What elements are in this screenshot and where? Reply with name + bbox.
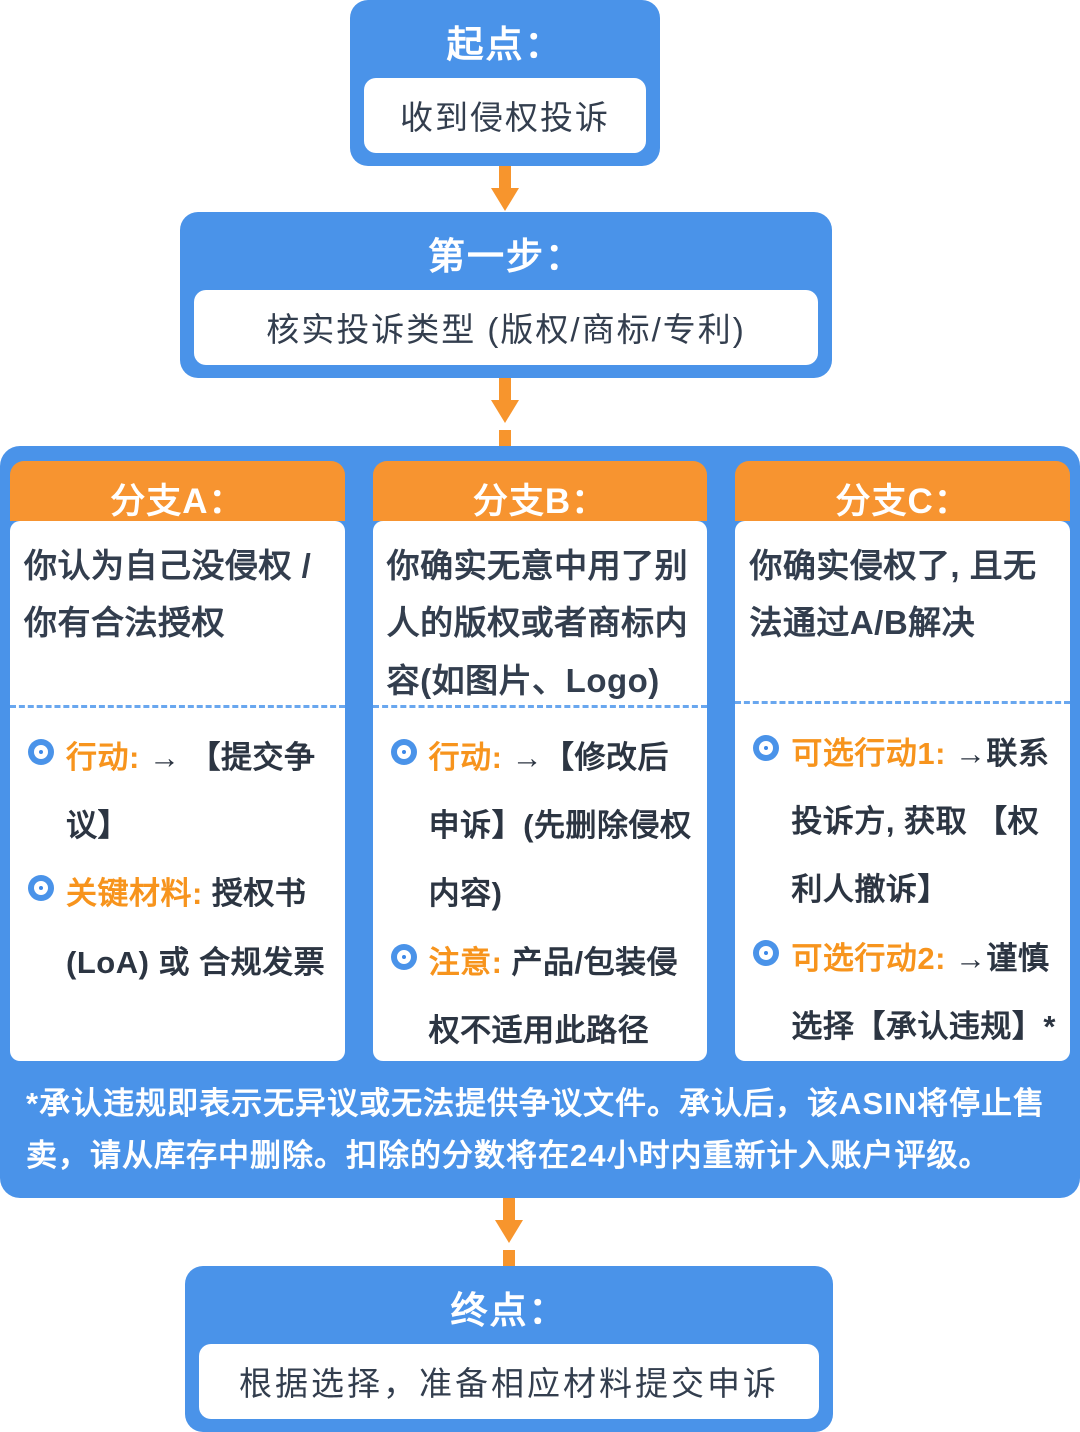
- bullet-ring-icon: [396, 949, 411, 964]
- action-label: 行动:: [428, 740, 503, 775]
- list-item: 注意:产品/包装侵权不适用此路径: [387, 929, 700, 1061]
- list-item: 可选行动2:→谨慎选择【承认违规】*: [749, 925, 1062, 1061]
- arrow-head: [491, 188, 519, 211]
- optional-action2-label: 可选行动2:: [791, 940, 946, 976]
- branch-c-card: 你确实侵权了, 且无法通过A/B解决 可选行动1:→联系投诉方, 获取 【权利人…: [735, 521, 1071, 1061]
- down-arrow-icon: [494, 1198, 524, 1267]
- end-node-body: 根据选择，准备相应材料提交申诉: [199, 1344, 819, 1420]
- key-material-text: 授权书 (LoA) 或 合规发票: [66, 876, 326, 980]
- list-item: 可选行动1:→联系投诉方, 获取 【权利人撤诉】: [749, 720, 1062, 925]
- step1-node: 第一步： 核实投诉类型 (版权/商标/专利): [180, 212, 832, 378]
- down-arrow-icon: [490, 166, 520, 211]
- bullet-ring-icon: [759, 741, 774, 756]
- optional-action1-text: →联系投诉方, 获取 【权利人撤诉】: [791, 736, 1050, 908]
- bullet-ring-icon: [34, 745, 48, 759]
- branch-b-items: 行动:→【修改后申诉】(先删除侵权内容) 注意:产品/包装侵权不适用此路径: [373, 708, 708, 1061]
- action-label: 行动:: [66, 740, 140, 775]
- bullet-text: 可选行动1:→联系投诉方, 获取 【权利人撤诉】: [791, 720, 1062, 925]
- branch-c-header: 分支C：: [735, 461, 1071, 521]
- arrow-shaft: [499, 378, 511, 400]
- end-node: 终点： 根据选择，准备相应材料提交申诉: [185, 1266, 833, 1432]
- bullet-ring-icon: [759, 945, 774, 960]
- branch-a-description: 你认为自己没侵权 / 你有合法授权: [24, 547, 312, 642]
- list-item: 行动:→【修改后申诉】(先删除侵权内容): [387, 724, 700, 929]
- arrow-shaft: [499, 166, 511, 188]
- dashed-divider: [10, 705, 345, 708]
- key-material-label: 关键材料:: [66, 876, 203, 912]
- arrow-tail-segment: [499, 430, 511, 446]
- list-item: 行动:→ 【提交争议】: [24, 724, 337, 860]
- branch-c-description: 你确实侵权了, 且无法通过A/B解决: [749, 547, 1037, 642]
- dashed-divider: [372, 705, 708, 708]
- bullet-text: 可选行动2:→谨慎选择【承认违规】*: [791, 925, 1062, 1061]
- end-node-title: 终点：: [450, 1290, 568, 1332]
- branch-b-card: 你确实无意中用了别人的版权或者商标内容(如图片、Logo) 行动:→【修改后申诉…: [372, 521, 708, 1061]
- branch-c: 分支C： 你确实侵权了, 且无法通过A/B解决 可选行动1:→联系投诉方, 获取…: [735, 461, 1071, 1061]
- start-node-title: 起点：: [446, 24, 564, 65]
- optional-action1-label: 可选行动1:: [791, 736, 946, 772]
- branches-row: 分支A： 你认为自己没侵权 / 你有合法授权 行动:→ 【提交争议】 关键材料:…: [10, 461, 1071, 1061]
- optional-action2-text: →谨慎选择【承认违规】*: [791, 940, 1056, 1044]
- branches-container: 分支A： 你认为自己没侵权 / 你有合法授权 行动:→ 【提交争议】 关键材料:…: [0, 446, 1080, 1199]
- notice-text: 产品/包装侵权不适用此路径: [428, 944, 679, 1048]
- bullet-text: 关键材料:授权书 (LoA) 或 合规发票: [66, 860, 337, 996]
- branch-a-items: 行动:→ 【提交争议】 关键材料:授权书 (LoA) 或 合规发票: [10, 708, 345, 1061]
- footnote-text: *承认违规即表示无异议或无法提供争议文件。承认后，该ASIN将停止售卖，请从库存…: [26, 1086, 1046, 1174]
- step1-node-title: 第一步：: [428, 236, 584, 277]
- action-text: → 【提交争议】: [66, 740, 316, 844]
- bullet-ring-icon: [396, 745, 411, 759]
- start-node: 起点： 收到侵权投诉: [350, 0, 660, 166]
- branch-b-description: 你确实无意中用了别人的版权或者商标内容(如图片、Logo): [386, 547, 689, 699]
- bullet-ring-icon: [34, 881, 48, 896]
- notice-label: 注意:: [428, 944, 503, 980]
- step1-node-body: 核实投诉类型 (版权/商标/专利): [194, 290, 818, 365]
- bullet-text: 行动:→【修改后申诉】(先删除侵权内容): [429, 724, 700, 929]
- down-arrow-icon: [490, 378, 520, 446]
- branch-a-header: 分支A：: [10, 461, 345, 521]
- bullet-text: 注意:产品/包装侵权不适用此路径: [429, 929, 700, 1061]
- arrow-head: [495, 1220, 523, 1244]
- start-node-body: 收到侵权投诉: [364, 78, 646, 153]
- arrow-tail-segment: [503, 1250, 515, 1267]
- branch-b-header: 分支B：: [372, 461, 708, 521]
- bullet-text: 行动:→ 【提交争议】: [66, 724, 337, 860]
- branch-c-items: 可选行动1:→联系投诉方, 获取 【权利人撤诉】 可选行动2:→谨慎选择【承认违…: [735, 704, 1070, 1061]
- action-text: →【修改后申诉】(先删除侵权内容): [428, 740, 692, 912]
- branch-a: 分支A： 你认为自己没侵权 / 你有合法授权 行动:→ 【提交争议】 关键材料:…: [10, 461, 345, 1061]
- branch-b: 分支B： 你确实无意中用了别人的版权或者商标内容(如图片、Logo) 行动:→【…: [372, 461, 708, 1061]
- branch-a-card: 你认为自己没侵权 / 你有合法授权 行动:→ 【提交争议】 关键材料:授权书 (…: [10, 521, 345, 1061]
- arrow-shaft: [503, 1198, 515, 1221]
- dashed-divider: [735, 701, 1071, 705]
- arrow-head: [491, 400, 519, 423]
- list-item: 关键材料:授权书 (LoA) 或 合规发票: [24, 860, 337, 996]
